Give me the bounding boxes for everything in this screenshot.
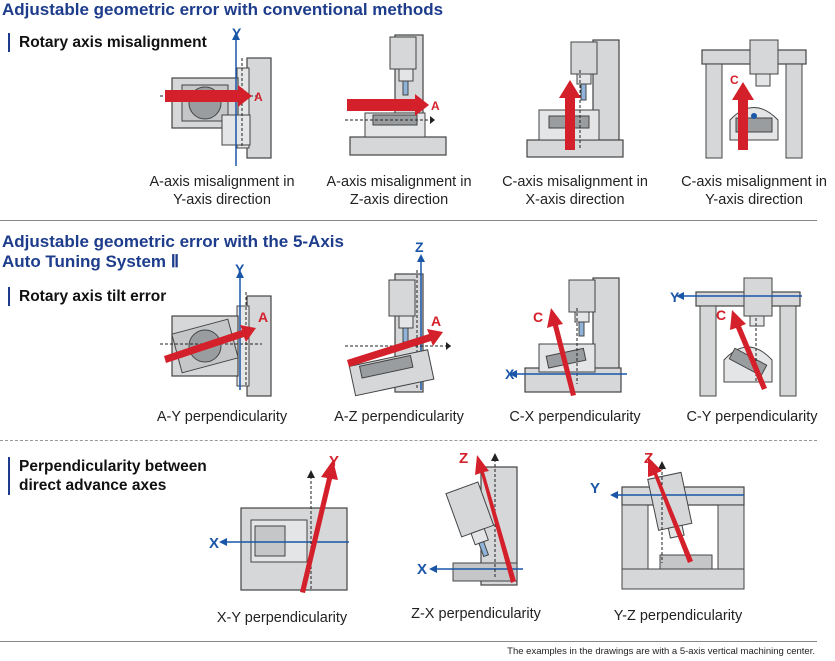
diagram-c-axis-y: C <box>701 39 807 159</box>
diagram-a-axis-z: A <box>345 34 447 156</box>
diagram-x-y-perp: Y X <box>209 453 349 593</box>
axis-label-z: Z <box>459 450 468 467</box>
axis-label-y: Y <box>590 480 600 497</box>
axis-label-c: C <box>730 73 739 87</box>
axis-label-y: Y <box>232 25 242 41</box>
axis-label-y: Y <box>329 453 339 470</box>
caption-z-x: Z-X perpendicularity <box>411 606 541 622</box>
diagram-c-y-perp: C Y <box>670 277 802 397</box>
subtitle-rotary-tilt: Rotary axis tilt error <box>8 287 166 306</box>
diagram-a-axis-y: A Y <box>160 25 272 166</box>
axis-label-y: Y <box>235 261 245 277</box>
divider-dashed <box>0 440 817 441</box>
axis-label-c: C <box>565 83 574 97</box>
axis-label-x: X <box>417 561 427 578</box>
axis-label-x: X <box>505 366 515 382</box>
section-title-auto-tuning: Adjustable geometric error with the 5-Ax… <box>2 232 344 271</box>
axis-label-x: X <box>209 535 219 552</box>
axis-label-a: A <box>258 309 268 325</box>
caption-x-y: X-Y perpendicularity <box>216 610 348 626</box>
axis-label-z: Z <box>644 450 653 467</box>
axis-label-y: Y <box>670 289 680 305</box>
subtitle-rotary-misalignment: Rotary axis misalignment <box>8 33 207 52</box>
axis-label-a: A <box>254 90 263 104</box>
diagram-a-z-perp: A Z <box>345 239 451 397</box>
caption-a-y: A-Y perpendicularity <box>156 409 288 425</box>
section-title-conventional: Adjustable geometric error with conventi… <box>2 0 444 19</box>
axis-label-c: C <box>716 307 726 323</box>
caption-c-y: C-Y perpendicularity <box>686 409 818 425</box>
caption-c-x: C-X perpendicularity <box>509 409 641 425</box>
divider-bottom <box>0 641 817 642</box>
divider <box>0 220 817 221</box>
caption-a-z: A-Z perpendicularity <box>334 409 464 425</box>
axis-label-a: A <box>431 313 441 329</box>
axis-label-z: Z <box>415 239 424 255</box>
diagram-c-x-perp: C X <box>505 277 627 396</box>
caption-y-z: Y-Z perpendicularity <box>613 608 743 624</box>
footnote: The examples in the drawings are with a … <box>507 646 815 657</box>
diagram-c-axis-x: C <box>526 39 624 158</box>
diagram-z-x-perp: Z X <box>417 450 523 586</box>
axis-label-c: C <box>533 309 543 325</box>
axis-label-a: A <box>431 99 440 113</box>
diagram-y-z-perp: Z Y <box>590 450 745 590</box>
diagram-a-y-perp: A Y <box>160 261 272 397</box>
